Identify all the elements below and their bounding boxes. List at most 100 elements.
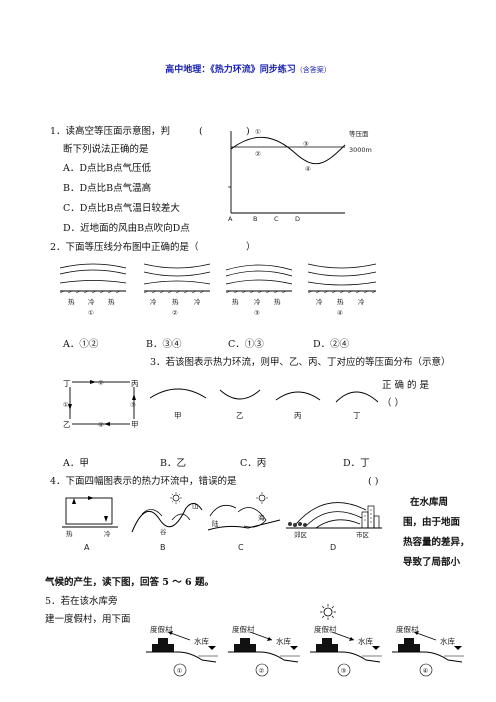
q2-bracket-close: ） [246, 242, 256, 253]
q3-label-jia: 甲 [131, 420, 139, 429]
q2-option-b: B．③④ [146, 339, 182, 350]
svg-text:水库: 水库 [276, 636, 291, 646]
q1-label-n3: ③ [303, 140, 309, 148]
svg-text:③: ③ [254, 309, 260, 317]
svg-text:热: 热 [68, 297, 75, 306]
q3-arc-figures: 甲 乙 丙 丁 [149, 388, 379, 420]
q1-bracket-open: ( [199, 126, 203, 137]
svg-text:④: ④ [98, 421, 104, 429]
q1-label-n1: ① [255, 128, 261, 136]
resort-fig-1: 度假村 水库 ① [145, 605, 219, 677]
q1-stem-line2: 断下列说法正确的是 [63, 144, 149, 155]
svg-text:A: A [84, 543, 90, 552]
house-icon [234, 638, 256, 652]
q4-fig-a: 热 冷 A [62, 496, 118, 552]
svg-text:②: ② [172, 309, 178, 317]
q3-option-b: B．乙 [160, 458, 186, 469]
moon-icon [405, 605, 412, 619]
svg-text:①: ① [63, 401, 69, 409]
q1-label-isobar: 等压面 [349, 129, 369, 138]
q1-option-d: D．近地面的风由B点吹向D点 [63, 223, 190, 234]
q4-stem: 4．下面四幅图表示的热力环流中，错误的是 [50, 476, 237, 487]
svg-text:③: ③ [341, 667, 347, 675]
q1-stem-line1: 1．读高空等压面示意图，判 [50, 126, 171, 137]
q1-label-d: D [295, 215, 300, 223]
q3-option-c: C．丙 [240, 458, 267, 469]
resort-fig-4: 度假村 水库 ④ [391, 605, 465, 677]
q4-fig-d: 郊区 市区 D [286, 502, 382, 552]
q1-option-a: A．D点比B点气压低 [63, 163, 151, 174]
q3-stem: 3．若该图表示热力环流，则甲、乙、丙、丁对应的等压面分布（示意） [150, 357, 451, 368]
svg-text:冷: 冷 [104, 529, 111, 538]
q3-label-ding: 丁 [63, 379, 71, 388]
q3-bracket: （ ） [382, 398, 405, 409]
svg-text:①: ① [177, 667, 183, 675]
house-icon [152, 638, 174, 652]
q1-label-b: B [253, 215, 257, 223]
svg-text:冷: 冷 [358, 297, 365, 306]
q1-bracket-close: ) [246, 126, 250, 137]
q2-fig-4: 冷 热 冷 ④ [307, 263, 377, 317]
q4-side-text-4: 导致了局部小 [403, 557, 461, 568]
svg-text:市区: 市区 [356, 530, 370, 539]
q3-label-yi: 乙 [63, 420, 71, 429]
svg-text:热: 热 [337, 297, 344, 306]
svg-text:度假村: 度假村 [396, 624, 419, 634]
q5-line1: 5．若在该水库旁 [45, 596, 118, 607]
q2-option-a: A．①② [63, 339, 99, 350]
q1-label-n4: ④ [305, 165, 311, 173]
svg-text:热: 热 [232, 297, 239, 306]
svg-text:C: C [238, 543, 244, 552]
q3-option-a: A．甲 [63, 458, 89, 469]
q3-arc-label-yi: 乙 [236, 411, 244, 420]
svg-text:D: D [330, 543, 336, 552]
q5-6-intro: 气候的产生，读下图，回答 5 ～ 6 题。 [45, 577, 214, 588]
q4-bracket: ( ) [368, 476, 379, 487]
svg-text:郊区: 郊区 [294, 530, 308, 539]
q3-option-d: D．丁 [343, 458, 370, 469]
svg-text:④: ④ [337, 309, 343, 317]
svg-text:④: ④ [423, 667, 429, 675]
q1-label-a: A [228, 215, 233, 223]
resort-fig-3: 度假村 水库 ③ [309, 603, 383, 677]
svg-text:度假村: 度假村 [232, 624, 255, 634]
svg-text:③: ③ [130, 401, 136, 409]
q3-label-bing: 丙 [131, 379, 139, 388]
q1-label-height: 3000m [349, 146, 372, 154]
svg-text:度假村: 度假村 [314, 624, 337, 634]
q2-stem: 2．下面等压线分布图中正确的是（ [50, 242, 199, 253]
page-title: 高中地理：《热力环流》同步练习（含答案） [165, 65, 331, 75]
q2-fig-2: 冷 热 冷 ② [143, 263, 211, 317]
svg-text:冷: 冷 [316, 297, 323, 306]
svg-text:度假村: 度假村 [150, 624, 173, 634]
svg-text:谷: 谷 [160, 527, 167, 536]
svg-text:②: ② [259, 667, 265, 675]
svg-text:水库: 水库 [358, 636, 373, 646]
svg-text:①: ① [88, 309, 94, 317]
svg-text:陆: 陆 [212, 519, 219, 528]
q1-option-b: B．D点比B点气温高 [63, 183, 152, 194]
svg-text:冷: 冷 [88, 297, 95, 306]
q1-label-c: C [274, 215, 279, 223]
q4-side-text-3: 热容量的差异， [403, 537, 470, 548]
house-icon [316, 638, 338, 652]
svg-text:冷: 冷 [254, 297, 261, 306]
svg-text:热: 热 [274, 297, 281, 306]
resort-fig-2: 度假村 水库 ② [227, 605, 301, 677]
q4-side-text-1: 在水库周 [410, 497, 449, 508]
q5-resort-figures: 度假村 水库 ① 度假村 水库 ② 度假村 水库 ③ 度假村 [145, 603, 465, 677]
svg-text:冷: 冷 [150, 297, 157, 306]
q2-option-d: D．②④ [313, 339, 350, 350]
svg-text:热: 热 [108, 297, 115, 306]
q1-option-c: C．D点比B点气温日较差大 [63, 203, 180, 214]
house-icon [398, 638, 420, 652]
svg-text:水库: 水库 [194, 636, 209, 646]
q4-circulation-figures: 热 冷 A 谷 山 B 陆 海 C [62, 492, 382, 552]
q3-tail: 正 确 的 是 [382, 380, 430, 391]
svg-text:海: 海 [258, 513, 265, 522]
q1-isobar-figure: ① ② ③ ④ 等压面 3000m A B C D [228, 128, 372, 223]
q3-arc-label-jia: 甲 [174, 411, 182, 420]
svg-text:山: 山 [192, 501, 199, 510]
svg-text:冷: 冷 [194, 297, 201, 306]
svg-text:②: ② [98, 379, 104, 387]
